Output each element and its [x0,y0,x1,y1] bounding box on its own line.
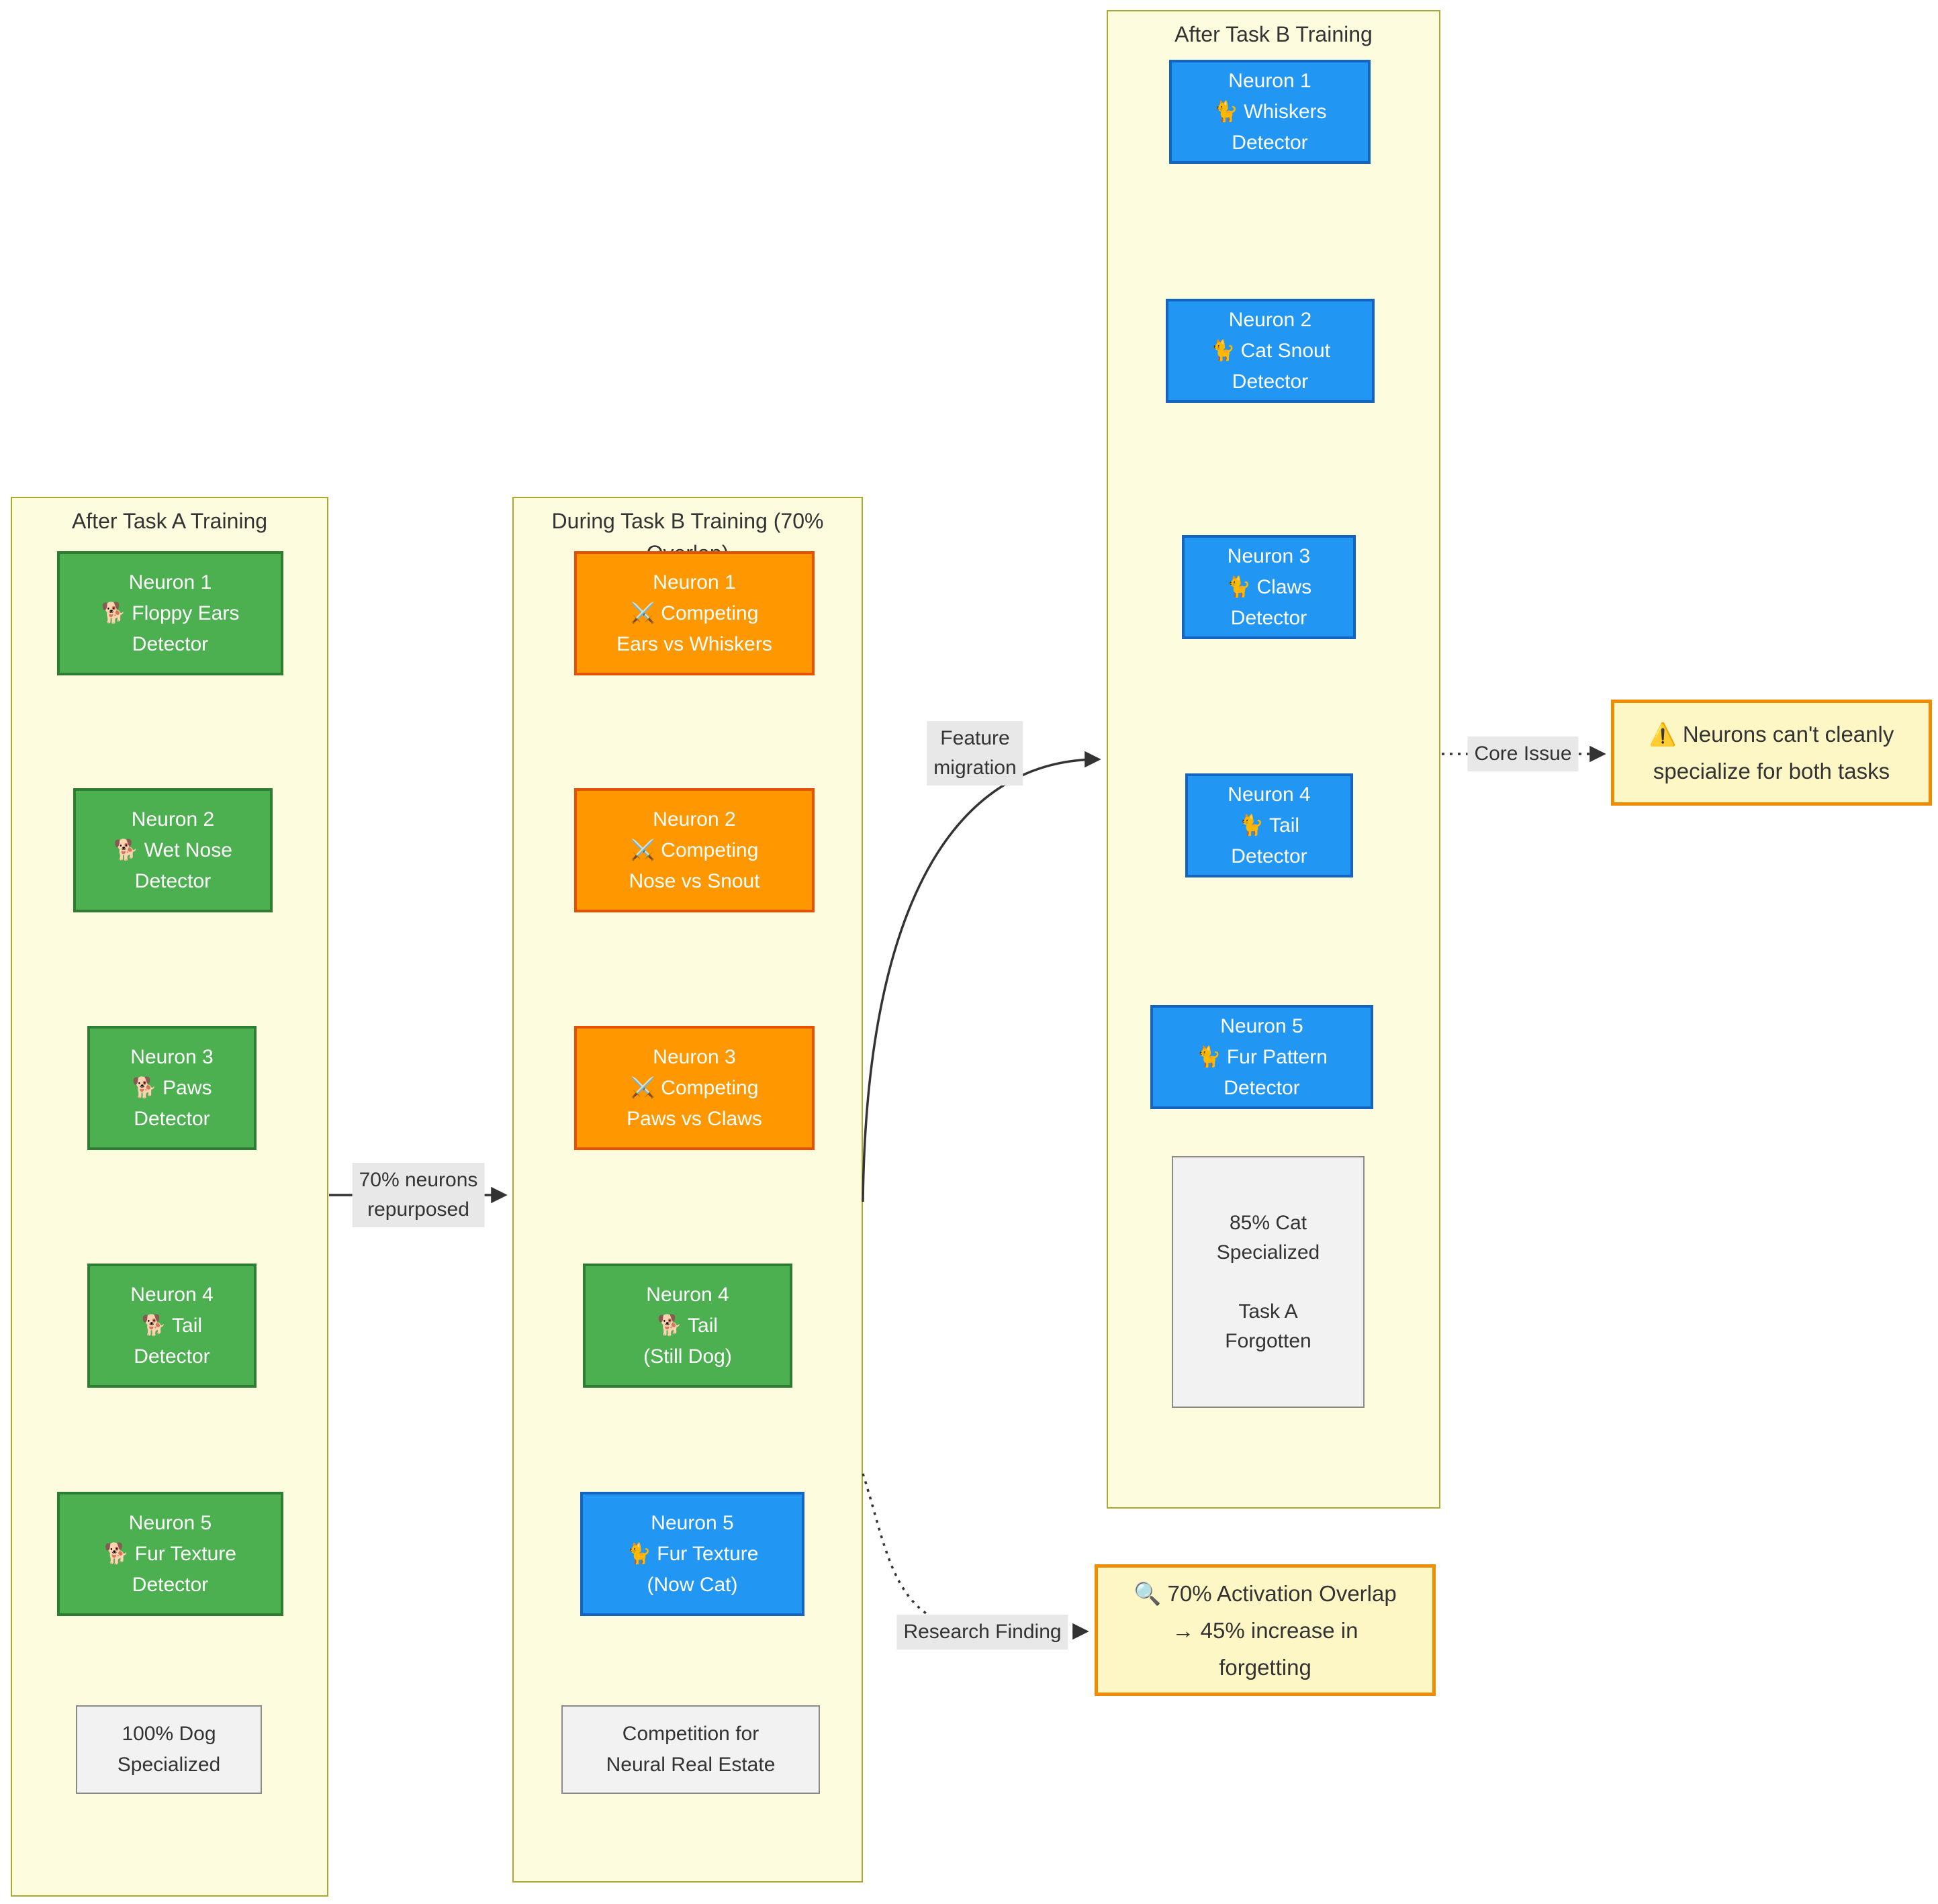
neuron-box-a3: Neuron 3 🐕 Paws Detector [87,1026,257,1150]
edge-research-finding-arrow [862,1473,1089,1640]
note-line: Forgotten [1225,1329,1311,1352]
callout-line: forgetting [1219,1654,1311,1680]
neuron-box-m1: Neuron 1 ⚔️ Competing Ears vs Whiskers [574,551,815,675]
neuron-status-line: Detector [134,869,212,892]
neuron-feature-line: 🐈 Cat Snout [1209,339,1331,362]
neuron-id-line: Neuron 4 [1228,783,1311,806]
neuron-box-b5: Neuron 5 🐈 Fur Pattern Detector [1150,1005,1373,1109]
neuron-feature-line: 🐈 Tail [1238,814,1300,837]
neuron-id-line: Neuron 1 [128,571,212,593]
neuron-id-line: Neuron 5 [1220,1014,1303,1037]
neuron-id-line: Neuron 3 [653,1045,736,1068]
neuron-id-line: Neuron 4 [130,1283,214,1306]
edge-label-line: repurposed [367,1198,469,1221]
edge-label-repurposed: 70% neurons repurposed [352,1163,485,1227]
neuron-status-line: Nose vs Snout [629,869,760,892]
neuron-feature-line: ⚔️ Competing [630,602,759,624]
subgraph-title-after-task-b: After Task B Training [1174,22,1373,46]
neuron-box-a4: Neuron 4 🐕 Tail Detector [87,1264,257,1388]
neuron-status-line: Detector [132,1573,209,1596]
neuron-box-b3: Neuron 3 🐈 Claws Detector [1182,535,1356,639]
edge-label-research-finding: Research Finding [896,1615,1068,1650]
note-line: 85% Cat [1229,1211,1307,1234]
edge-label-core-issue: Core Issue [1467,736,1579,771]
neuron-status-line: Paws vs Claws [627,1107,762,1130]
neuron-id-line: Neuron 3 [130,1045,214,1068]
neuron-status-line: Detector [1230,606,1307,629]
callout-core-issue: ⚠️ Neurons can't cleanly specialize for … [1611,700,1932,806]
note-dog-specialized: 100% Dog Specialized [76,1705,262,1794]
neuron-box-m3: Neuron 3 ⚔️ Competing Paws vs Claws [574,1026,815,1150]
note-line: 100% Dog [122,1723,216,1745]
neuron-feature-line: 🐕 Wet Nose [113,839,232,861]
neuron-status-line: Detector [134,1345,210,1368]
callout-line-warning-icon-text: ⚠️ Neurons can't cleanly [1649,722,1894,747]
neuron-id-line: Neuron 2 [1228,308,1312,331]
neuron-status-line: Detector [1231,845,1307,867]
neuron-box-m2: Neuron 2 ⚔️ Competing Nose vs Snout [574,788,815,912]
note-cat-specialized: 85% Cat Specialized Task A Forgotten [1172,1156,1365,1408]
subgraph-during-task-b: During Task B Training (70% Overlap) [512,497,863,1883]
neuron-feature-line: 🐕 Fur Texture [104,1542,236,1565]
callout-research-finding: 🔍 70% Activation Overlap → 45% increase … [1095,1564,1436,1696]
neuron-feature-line: ⚔️ Competing [630,839,759,861]
callout-line: → 45% increase in [1172,1617,1358,1643]
neuron-id-line: Neuron 4 [646,1283,729,1306]
neuron-box-a1: Neuron 1 🐕 Floppy Ears Detector [57,551,283,675]
neuron-id-line: Neuron 2 [653,808,736,830]
neuron-status-line: Detector [1224,1076,1300,1099]
neuron-status-line: Detector [134,1107,210,1130]
neuron-status-line: Ears vs Whiskers [616,632,772,655]
note-line: Specialized [117,1754,221,1776]
neuron-id-line: Neuron 5 [128,1511,212,1534]
neuron-feature-line: 🐕 Floppy Ears [101,602,240,624]
neuron-id-line: Neuron 5 [651,1511,734,1534]
edge-label-feature-migration: Feature migration [927,721,1023,786]
callout-line-magnifier-icon-text: 🔍 70% Activation Overlap [1134,1580,1397,1606]
neuron-status-line: (Still Dog) [643,1345,732,1368]
neuron-box-m4: Neuron 4 🐕 Tail (Still Dog) [583,1264,792,1388]
neuron-feature-line: 🐕 Tail [657,1314,719,1337]
edge-feature-migration-arrow [862,751,1101,1202]
neuron-feature-line: 🐈 Claws [1226,575,1312,598]
neuron-status-line: Detector [1232,131,1308,154]
neuron-id-line: Neuron 2 [131,808,215,830]
note-line: Task A [1238,1300,1298,1323]
neuron-box-a2: Neuron 2 🐕 Wet Nose Detector [73,788,273,912]
neuron-status-line: (Now Cat) [647,1573,738,1596]
edge-label-line: 70% neurons [359,1169,478,1191]
neuron-box-m5: Neuron 5 🐈 Fur Texture (Now Cat) [580,1492,804,1616]
neuron-box-a5: Neuron 5 🐕 Fur Texture Detector [57,1492,283,1616]
neuron-feature-line: 🐈 Whiskers [1213,100,1327,123]
neuron-feature-line: 🐕 Paws [132,1076,212,1099]
note-competition: Competition for Neural Real Estate [561,1705,820,1794]
subgraph-title-line1: During Task B Training (70% [551,509,824,533]
neuron-feature-line: ⚔️ Competing [630,1076,759,1099]
neuron-box-b4: Neuron 4 🐈 Tail Detector [1185,773,1353,877]
callout-line: specialize for both tasks [1653,759,1890,783]
neuron-feature-line: 🐈 Fur Pattern [1196,1045,1328,1068]
subgraph-title-after-task-a: After Task A Training [71,509,268,533]
neuron-id-line: Neuron 1 [1228,69,1311,92]
neuron-status-line: Detector [132,632,209,655]
note-line: Competition for [622,1723,759,1745]
neuron-box-b1: Neuron 1 🐈 Whiskers Detector [1169,60,1371,164]
note-line: Neural Real Estate [606,1754,776,1776]
note-line: Specialized [1216,1241,1320,1264]
neuron-id-line: Neuron 3 [1227,544,1311,567]
neuron-box-b2: Neuron 2 🐈 Cat Snout Detector [1166,299,1375,403]
neuron-feature-line: 🐕 Tail [141,1314,203,1337]
neuron-status-line: Detector [1232,370,1309,393]
edge-label-line: migration [933,757,1017,779]
subgraph-after-task-a: After Task A Training [11,497,328,1897]
edge-label-line: Feature [940,727,1010,749]
neuron-id-line: Neuron 1 [653,571,736,593]
neuron-feature-line: 🐈 Fur Texture [626,1542,759,1565]
